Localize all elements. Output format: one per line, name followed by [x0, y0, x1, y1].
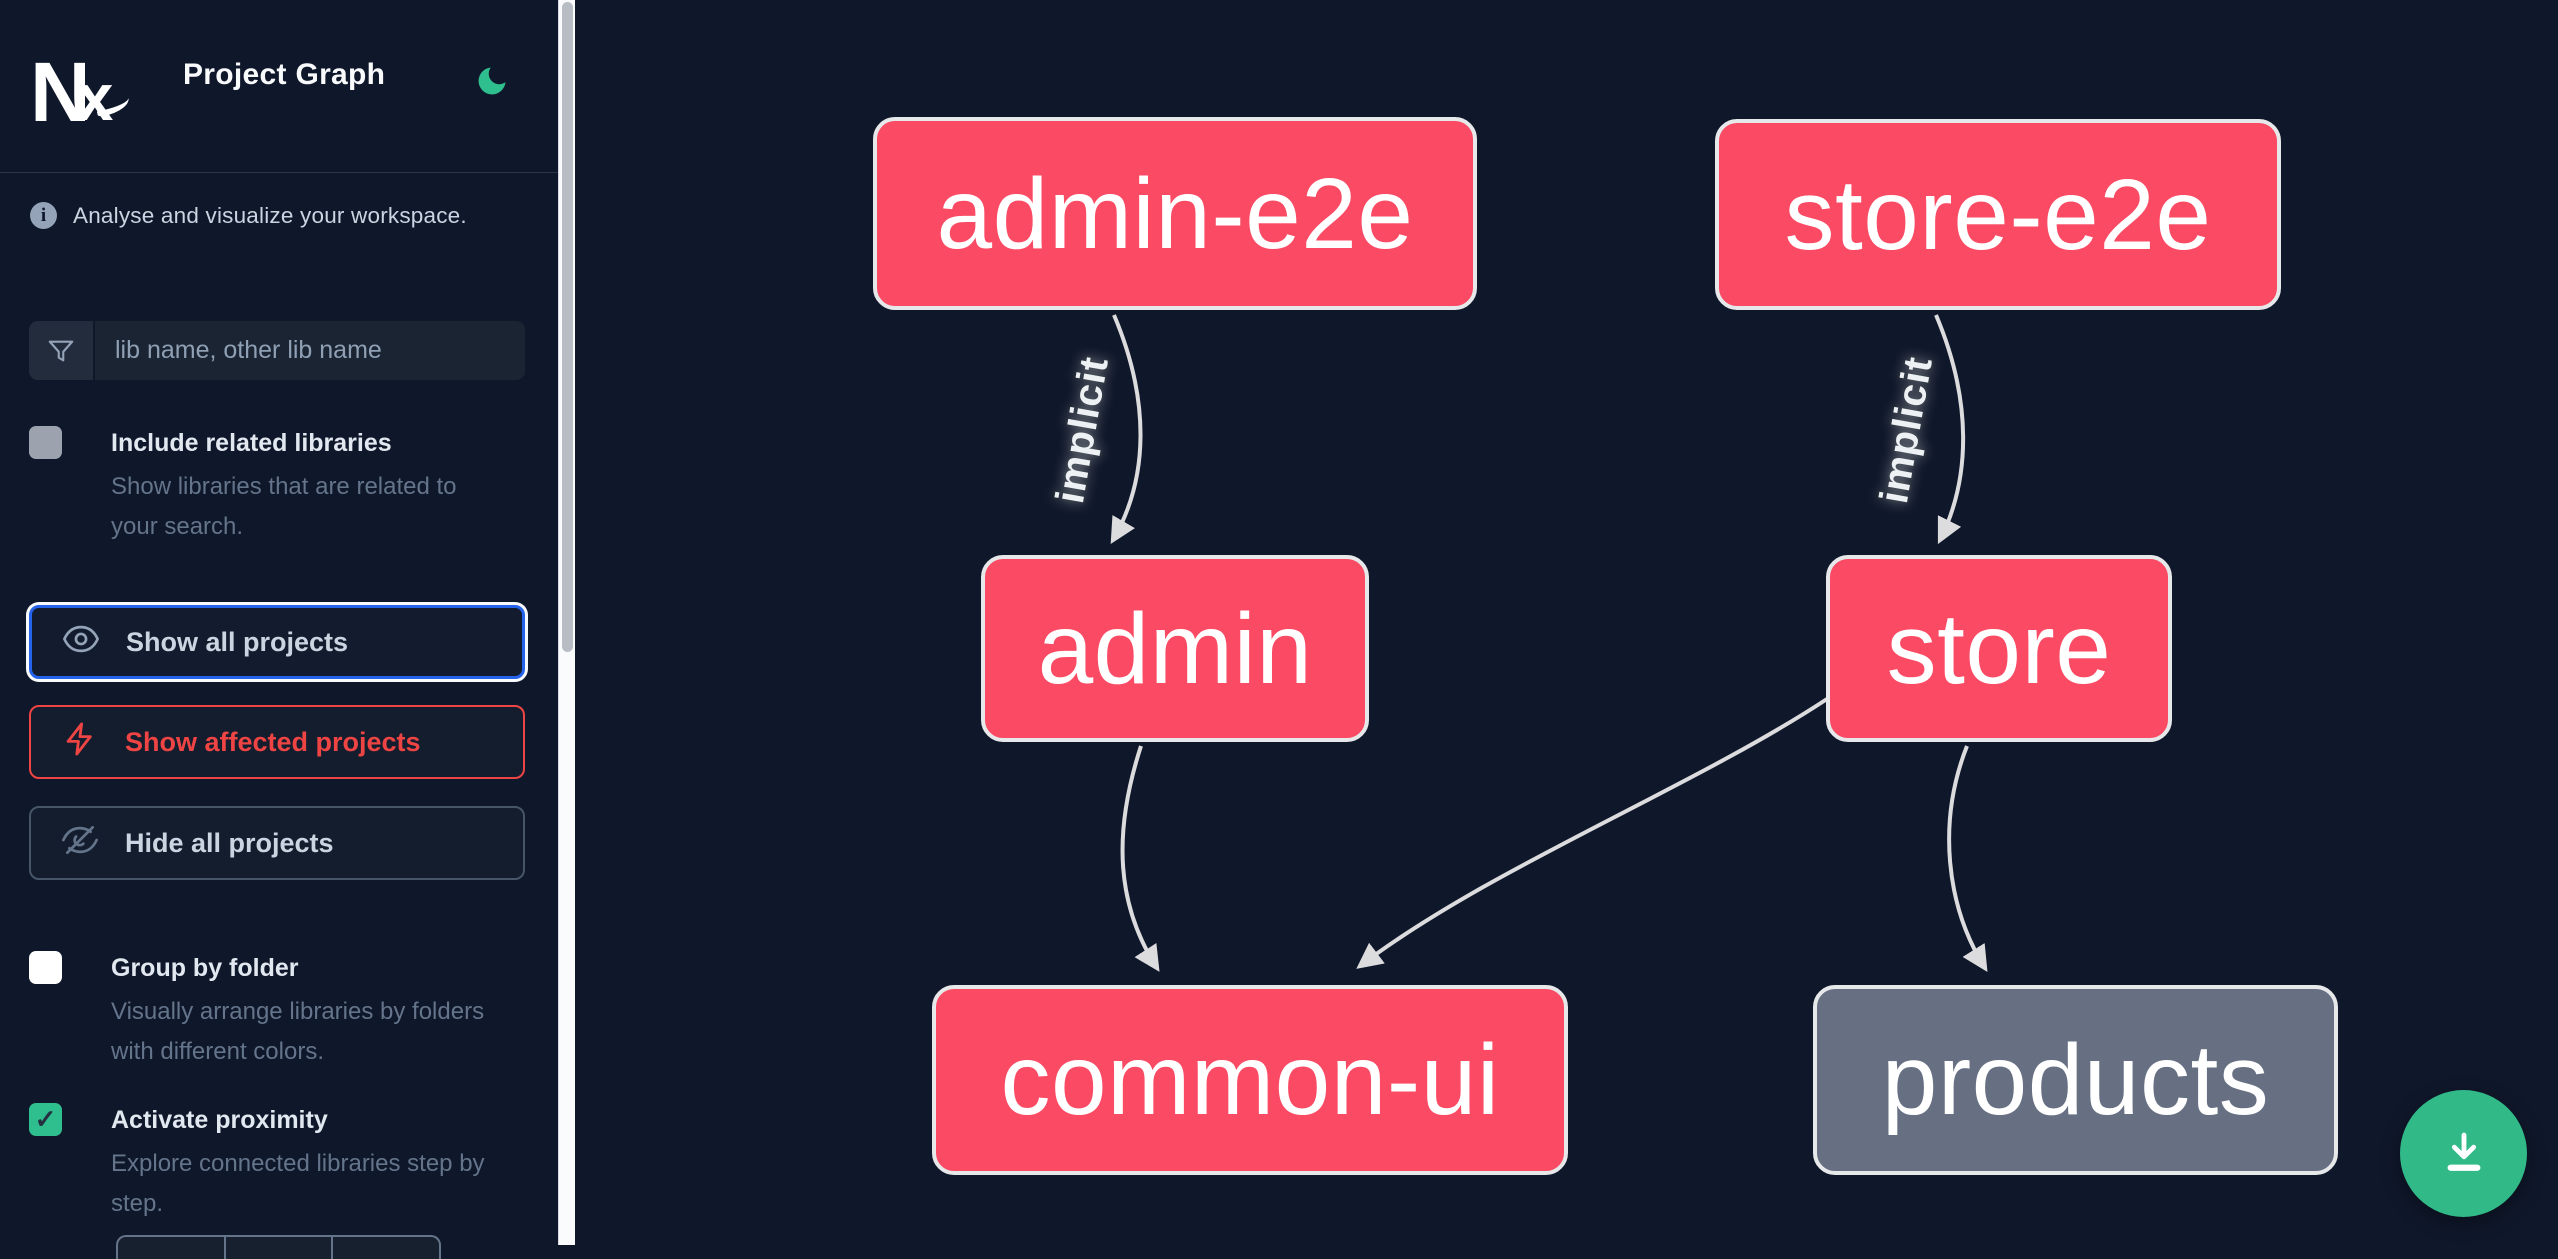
- option-label: Group by folder: [111, 954, 299, 982]
- option-group-by-folder: Group by folder Visually arrange librari…: [29, 951, 529, 1071]
- edge-admin-e2e-admin: [1110, 314, 1143, 545]
- hide-all-projects-button[interactable]: Hide all projects: [29, 806, 525, 880]
- option-description: Visually arrange libraries by folders wi…: [111, 998, 485, 1065]
- graph-node-common-ui[interactable]: common-ui: [932, 985, 1568, 1175]
- segment-button[interactable]: [223, 1237, 332, 1259]
- search-input[interactable]: [95, 321, 525, 380]
- nx-logo: N x: [30, 50, 132, 134]
- button-label: Hide all projects: [125, 827, 334, 858]
- info-text: Analyse and visualize your workspace.: [73, 203, 467, 228]
- include-related-checkbox[interactable]: [29, 426, 62, 459]
- sidebar: N x Project Graph i Analyse and visualiz…: [0, 0, 558, 1259]
- option-activate-proximity: ✓ Activate proximity Explore connected l…: [29, 1103, 529, 1223]
- button-label: Show all projects: [126, 626, 349, 657]
- download-graph-button[interactable]: [2400, 1090, 2527, 1217]
- option-include-related: Include related libraries Show libraries…: [29, 426, 529, 546]
- edge-store-common-ui: [1356, 697, 1829, 969]
- theme-toggle-button[interactable]: [470, 60, 514, 104]
- bolt-icon: [61, 720, 99, 765]
- graph-node-store[interactable]: store: [1826, 555, 2172, 742]
- scrollbar-thumb[interactable]: [562, 2, 573, 652]
- button-label: Show affected projects: [125, 726, 421, 757]
- nx-logo-n: N: [30, 45, 91, 139]
- moon-icon: [474, 63, 510, 102]
- show-affected-projects-button[interactable]: Show affected projects: [29, 705, 525, 779]
- option-label: Include related libraries: [111, 429, 392, 457]
- option-description: Explore connected libraries step by step…: [111, 1150, 485, 1217]
- info-icon: i: [30, 202, 57, 229]
- group-by-folder-checkbox[interactable]: [29, 951, 62, 984]
- option-label: Activate proximity: [111, 1106, 328, 1134]
- eye-off-icon: [61, 821, 99, 866]
- activate-proximity-checkbox[interactable]: ✓: [29, 1103, 62, 1136]
- graph-node-products[interactable]: products: [1813, 985, 2338, 1175]
- app-header: N x Project Graph: [0, 0, 558, 173]
- edge-store-e2e-store: [1934, 314, 1966, 545]
- sidebar-scrollbar[interactable]: [558, 0, 575, 1245]
- page-title: Project Graph: [183, 58, 386, 91]
- workspace-info: i Analyse and visualize your workspace.: [30, 200, 530, 231]
- proximity-depth-control: [116, 1235, 441, 1259]
- edge-admin-common-ui: [1120, 745, 1160, 972]
- graph-node-store-e2e[interactable]: store-e2e: [1715, 119, 2281, 310]
- option-description: Show libraries that are related to your …: [111, 473, 457, 540]
- segment-button[interactable]: [118, 1237, 224, 1259]
- edge-store-products: [1947, 745, 1988, 972]
- show-all-projects-button[interactable]: Show all projects: [29, 605, 525, 679]
- nx-logo-x: x: [76, 60, 114, 134]
- eye-icon: [62, 620, 100, 665]
- filter-funnel-icon: [29, 321, 95, 380]
- download-icon: [2435, 1123, 2493, 1184]
- segment-button[interactable]: [331, 1237, 439, 1259]
- graph-node-admin-e2e[interactable]: admin-e2e: [873, 117, 1477, 310]
- graph-node-admin[interactable]: admin: [981, 555, 1369, 742]
- search-filter: [29, 321, 525, 380]
